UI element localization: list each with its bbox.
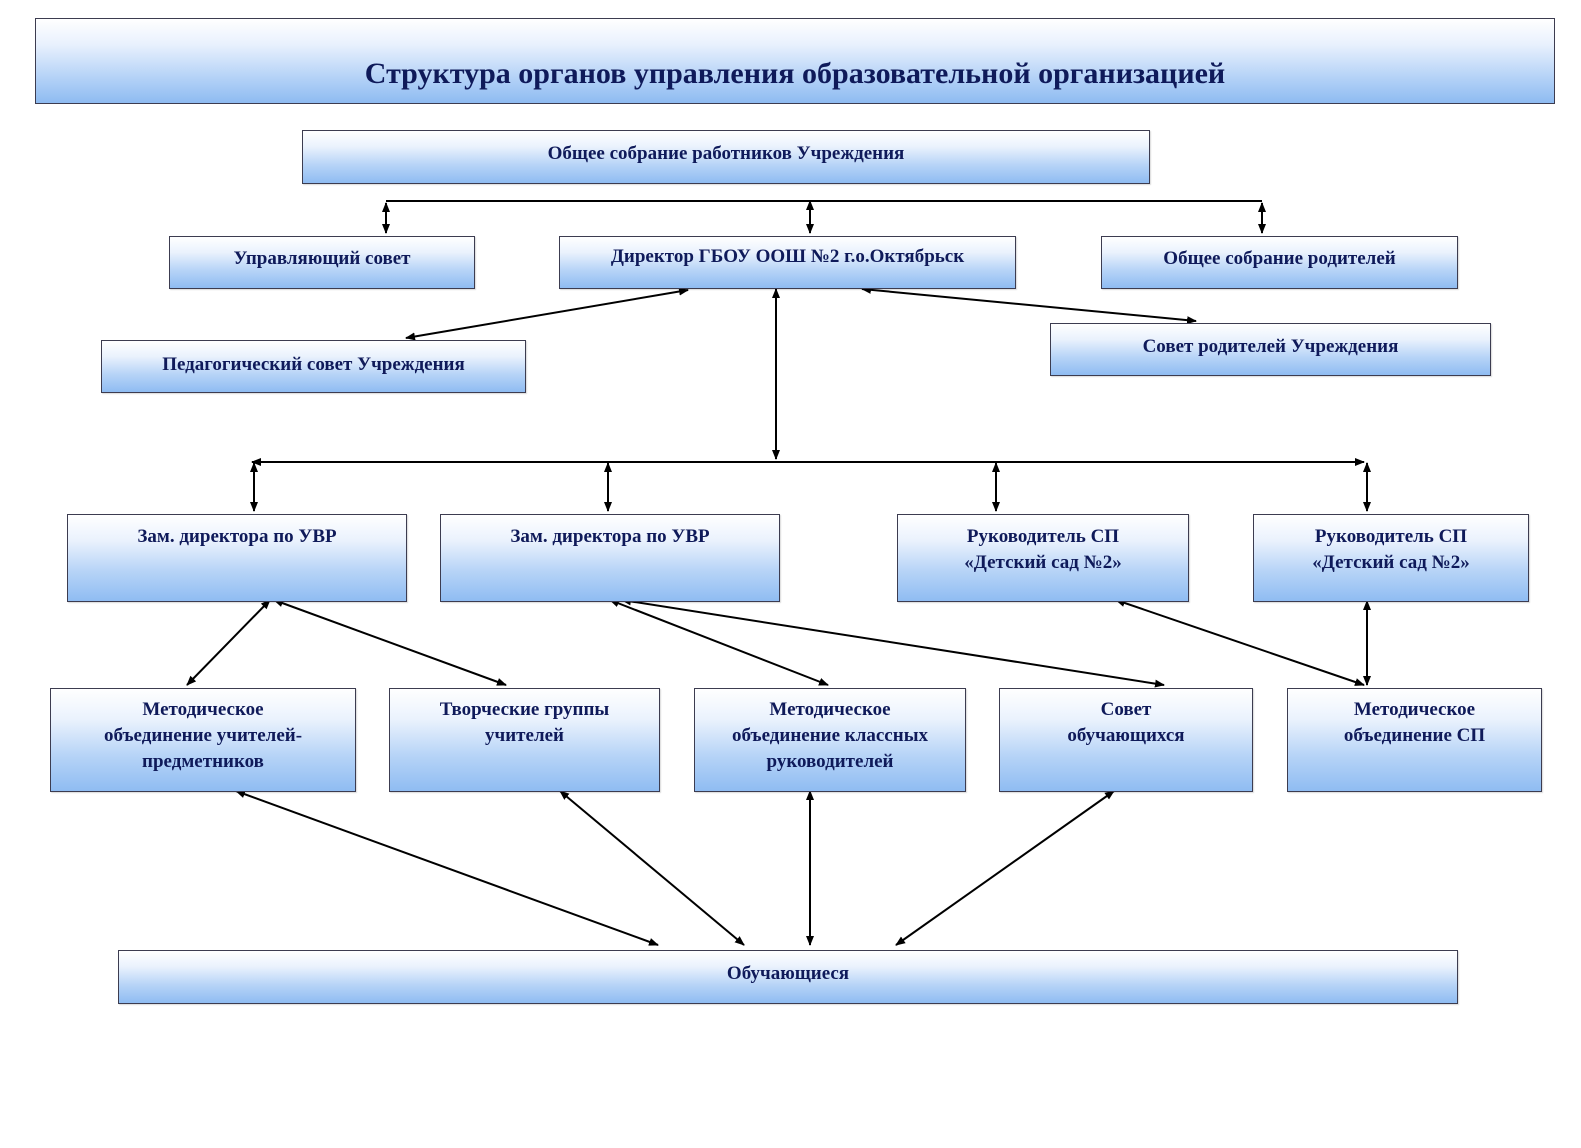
node-method-sp: Методическое объединение СП: [1287, 688, 1542, 792]
node-creative-groups: Творческие группы учителей: [389, 688, 660, 792]
connector-deputy1-creative-groups: [273, 599, 507, 686]
node-label: Общее собрание работников Учреждения: [547, 143, 905, 164]
node-label: Педагогический совет Учреждения: [162, 354, 465, 375]
node-label: Управляющий совет: [233, 248, 411, 269]
page-title: Структура органов управления образовател…: [364, 57, 1226, 90]
node-label: Обучающиеся: [726, 963, 850, 984]
connector-head-sp1-method-sp: [1115, 599, 1365, 686]
connector-student-council-students: [895, 790, 1115, 946]
connector-creative-groups-students: [559, 790, 745, 946]
connector-director-parents-council: [861, 285, 1197, 325]
node-pedagogical-council: Педагогический совет Учреждения: [101, 340, 526, 393]
connector-deputy2-student-council: [621, 597, 1165, 688]
node-director: Директор ГБОУ ООШ №2 г.о.Октябрьск: [559, 236, 1016, 289]
node-head-sp-2: Руководитель СП «Детский сад №2»: [1253, 514, 1529, 602]
node-label: Методическое объединение учителей- предм…: [103, 699, 303, 772]
node-method-subject-teachers: Методическое объединение учителей- предм…: [50, 688, 356, 792]
node-label: Совет обучающихся: [1067, 699, 1185, 746]
node-label: Руководитель СП «Детский сад №2»: [964, 526, 1122, 573]
node-label: Общее собрание родителей: [1163, 248, 1396, 269]
node-head-sp-1: Руководитель СП «Детский сад №2»: [897, 514, 1189, 602]
node-label: Творческие группы учителей: [439, 699, 610, 746]
node-general-meeting-staff: Общее собрание работников Учреждения: [302, 130, 1150, 184]
node-student-council: Совет обучающихся: [999, 688, 1253, 792]
node-students: Обучающиеся: [118, 950, 1458, 1004]
node-label: Методическое объединение СП: [1343, 699, 1486, 746]
node-label: Зам. директора по УВР: [137, 526, 337, 547]
node-label: Методическое объединение классных руково…: [731, 699, 929, 772]
node-governing-council: Управляющий совет: [169, 236, 475, 289]
node-parents-council: Совет родителей Учреждения: [1050, 323, 1491, 376]
connector-method-subject-students: [235, 790, 659, 946]
node-method-class-teachers: Методическое объединение классных руково…: [694, 688, 966, 792]
node-label: Совет родителей Учреждения: [1142, 336, 1399, 357]
connector-deputy1-method-subject: [186, 599, 271, 686]
node-general-meeting-parents: Общее собрание родителей: [1101, 236, 1458, 289]
connector-deputy2-method-class: [609, 599, 829, 686]
node-deputy-1: Зам. директора по УВР: [67, 514, 407, 602]
node-label: Зам. директора по УВР: [510, 526, 710, 547]
node-label: Руководитель СП «Детский сад №2»: [1312, 526, 1470, 573]
node-label: Директор ГБОУ ООШ №2 г.о.Октябрьск: [610, 246, 965, 267]
title-banner: Структура органов управления образовател…: [35, 18, 1555, 104]
node-deputy-2: Зам. директора по УВР: [440, 514, 780, 602]
connector-director-pedagogical-council: [405, 287, 689, 341]
